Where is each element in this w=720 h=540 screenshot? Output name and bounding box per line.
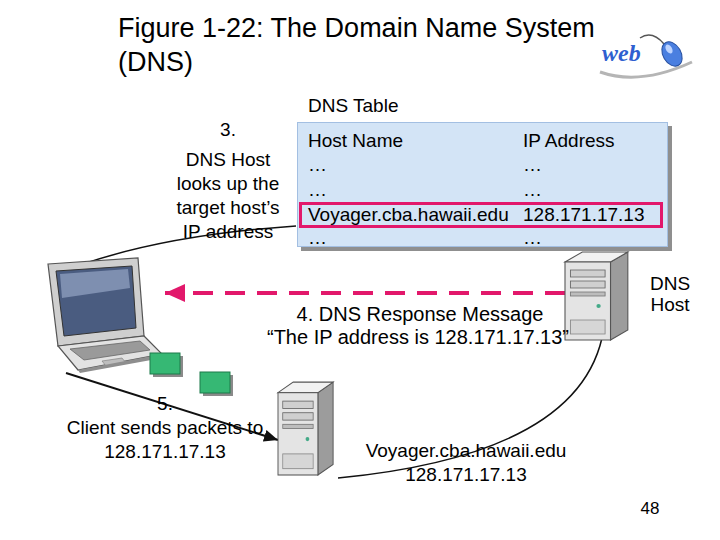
server-label: DNS Host <box>640 273 700 315</box>
illustration-part <box>611 252 628 340</box>
illustration-part <box>318 382 333 475</box>
illustration-part <box>283 413 313 420</box>
illustration-part <box>78 354 162 373</box>
figure-title: Figure 1-22: The Domain Name System (DNS… <box>118 11 638 79</box>
illustration-part <box>70 341 150 360</box>
step-label: 4. DNS Response Message <box>270 303 570 326</box>
client-laptop <box>40 258 165 373</box>
illustration-part <box>570 270 605 277</box>
table-cell: … <box>308 179 368 201</box>
step-label: Client sends packets to 128.171.17.13 <box>58 416 273 464</box>
laptop-shape <box>40 258 165 373</box>
server-shape <box>278 380 335 475</box>
illustration-part <box>48 258 144 346</box>
table-cell: … <box>308 154 368 176</box>
illustration-part <box>56 266 136 336</box>
dns-response-arrow <box>165 291 565 295</box>
table-header: Host Name <box>308 130 508 152</box>
illustration-part <box>570 292 605 296</box>
illustration-part <box>570 320 605 334</box>
illustration-part <box>283 454 313 469</box>
server-shape <box>565 250 630 340</box>
illustration-part <box>596 304 600 308</box>
page-number: 48 <box>630 499 670 519</box>
mouse-highlight <box>664 43 674 55</box>
table-cell: Voyager.cba.hawaii.edu <box>308 205 523 225</box>
illustration-part <box>283 401 313 408</box>
mouse-cord <box>640 35 664 44</box>
logo-text: web <box>602 40 664 66</box>
server-label: Voyager.cba.hawaii.edu 128.171.17.13 <box>346 439 586 487</box>
table-cell: … <box>523 154 583 176</box>
packet-shadow <box>203 375 233 396</box>
step-note: DNS Host looks up the target host’s IP a… <box>171 148 286 244</box>
illustration-part <box>306 437 310 441</box>
illustration-part <box>60 269 130 298</box>
illustration-part <box>278 393 318 475</box>
mouse-icon <box>658 38 687 70</box>
illustration-part <box>283 424 313 428</box>
highlight-row: Voyager.cba.hawaii.edu128.171.17.13 <box>299 202 663 228</box>
packet <box>200 372 230 393</box>
table-heading: DNS Table <box>308 95 508 117</box>
illustration-part <box>570 281 605 288</box>
illustration-part <box>565 262 611 340</box>
web-server: Voyager.cba.hawaii.edu 128.171.17.13 <box>278 380 335 475</box>
table-header: IP Address <box>523 130 663 152</box>
illustration-part <box>565 252 628 262</box>
dns-host-server: DNS Host <box>565 250 630 340</box>
callout-number: 5. <box>115 392 215 416</box>
table-cell: … <box>523 227 583 249</box>
response-text: “The IP address is 128.171.17.13” <box>218 326 618 349</box>
callout-number: 3. <box>171 118 286 142</box>
packet-shadow <box>153 356 183 377</box>
table-cell: … <box>308 227 368 249</box>
illustration-part <box>278 382 333 393</box>
table-cell: … <box>523 179 583 201</box>
table-cell: 128.171.17.13 <box>523 205 661 225</box>
